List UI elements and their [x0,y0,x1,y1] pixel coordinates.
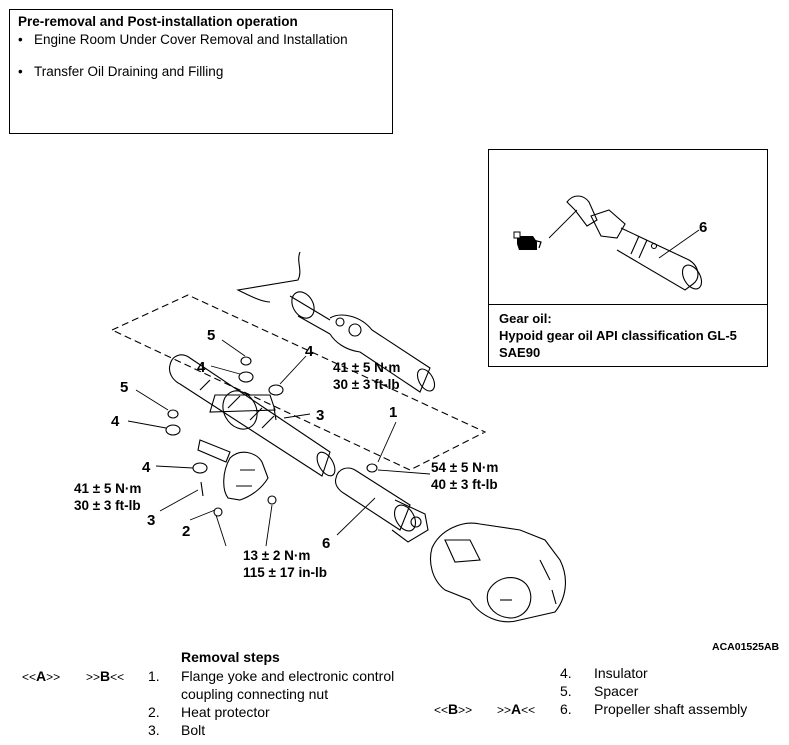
gear-oil-title: Gear oil: [499,311,552,326]
inset-shaft-illustration: 6 [513,195,707,291]
gear-oil-spec: SAE90 [499,345,541,360]
service-mark: >>B<< [86,668,125,684]
step-text: Bolt [181,722,206,738]
step-text: Heat protector [181,704,270,720]
step-number: 2. [148,704,160,720]
step-text: Insulator [594,665,648,681]
pre-removal-box: Pre-removal and Post-installation operat… [9,9,393,134]
pre-removal-item: •Engine Room Under Cover Removal and Ins… [18,32,348,47]
inset-callout-6: 6 [699,219,707,236]
gear-oil-inset: 6 Gear oil: Hypoid gear oil API classifi… [488,149,768,367]
step-text: Spacer [594,683,639,699]
step-number: 6. [560,701,572,717]
gear-oil-spec: Hypoid gear oil API classification GL-5 [499,328,737,343]
oil-can-icon [513,231,542,250]
step-text: Flange yoke and electronic control [181,668,395,684]
step-text: coupling connecting nut [181,686,329,702]
service-mark: <<B>> [434,701,473,717]
service-mark: <<A>> [22,668,61,684]
step-number: 5. [560,683,572,699]
step-number: 3. [148,722,160,738]
removal-heading: Removal steps [181,649,280,665]
pre-removal-item-text: Engine Room Under Cover Removal and Inst… [34,32,348,47]
service-mark: >>A<< [497,701,536,717]
pre-removal-title: Pre-removal and Post-installation operat… [18,14,298,29]
inset-divider [489,304,767,305]
step-number: 1. [148,668,160,684]
figure-code: ACA01525AB [712,641,780,653]
step-text: Propeller shaft assembly [594,701,748,717]
pre-removal-item-text: Transfer Oil Draining and Filling [34,64,224,79]
pre-removal-item: •Transfer Oil Draining and Filling [18,64,224,79]
step-number: 4. [560,665,572,681]
